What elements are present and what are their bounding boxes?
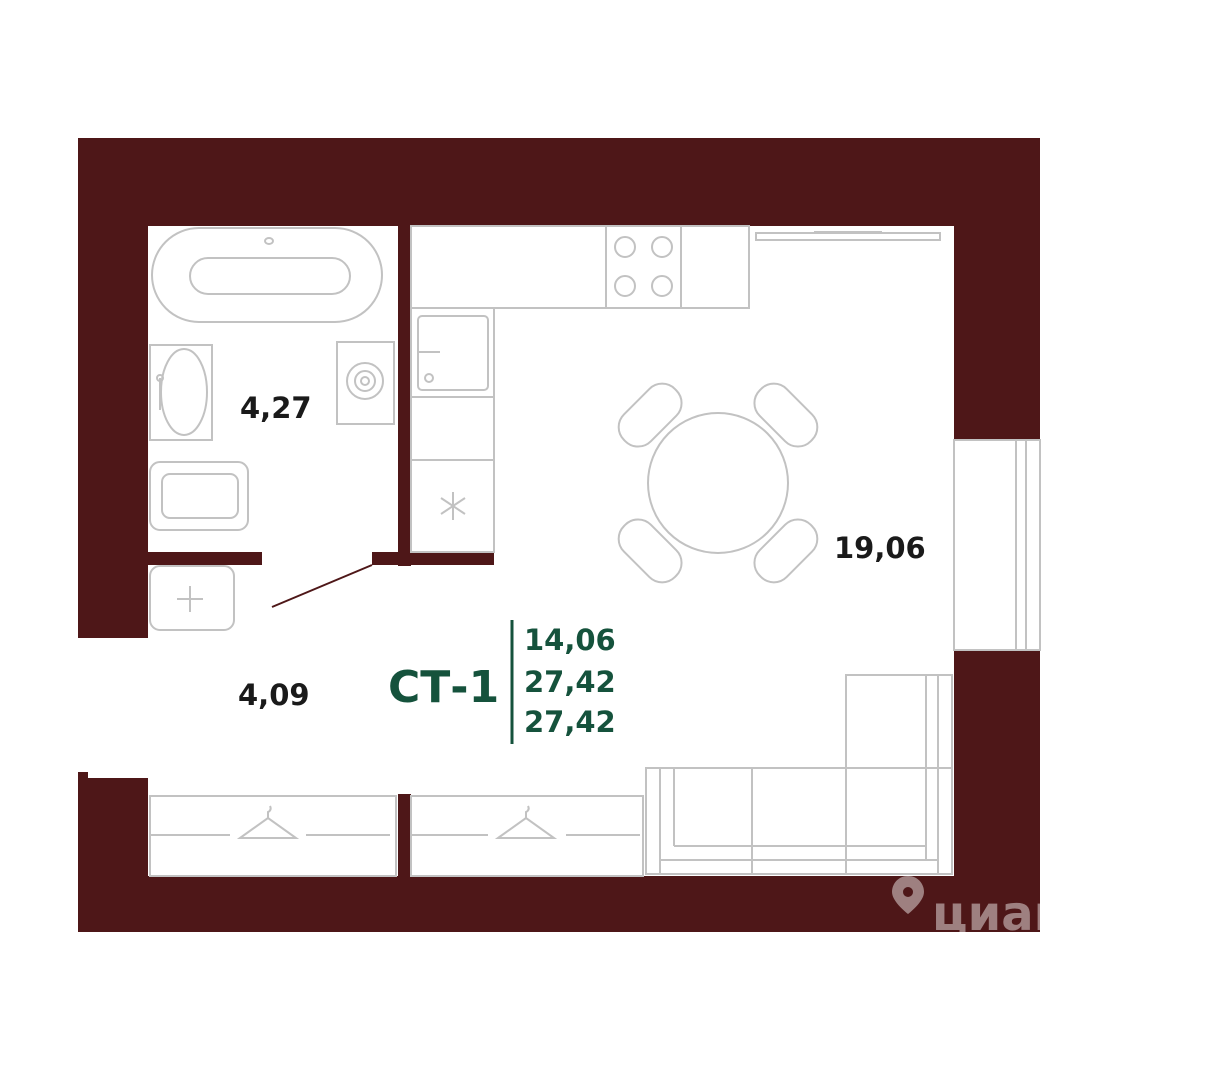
wardrobe-hanger-icon — [494, 805, 558, 839]
wall-bottom — [78, 876, 1040, 932]
stove-icon — [605, 225, 682, 309]
bathroom-door[interactable] — [271, 564, 373, 608]
wall-right-upper — [954, 138, 1040, 440]
unit-area-total-with-balcony: 27,42 — [524, 705, 616, 739]
fridge-icon — [440, 492, 466, 520]
kitchen-counter — [410, 225, 750, 553]
area-label-main-room: 19,06 — [834, 531, 926, 565]
wall-right-lower — [954, 650, 1040, 932]
sink-icon — [417, 315, 489, 391]
unit-code: СТ-1 — [388, 662, 499, 713]
wall-shelf — [755, 231, 941, 241]
window — [953, 439, 1041, 651]
washbasin-icon — [149, 344, 213, 441]
wall-top — [78, 138, 1040, 226]
svg-text:циан: циан — [932, 886, 1067, 942]
walls — [78, 138, 1040, 932]
watermark: циан — [892, 876, 1067, 942]
location-pin-icon — [892, 876, 924, 914]
wall-left-upper — [78, 138, 148, 638]
wardrobe-left — [149, 795, 397, 877]
dining-table-icon — [617, 382, 819, 584]
wall-partition-bath-right — [372, 552, 494, 565]
sofa-icon — [645, 674, 953, 875]
area-label-hallway: 4,09 — [238, 678, 310, 712]
entrance-frame-top — [78, 628, 88, 638]
unit-area-living: 14,06 — [524, 623, 616, 657]
wall-partition-bath-left — [148, 552, 262, 565]
area-label-bathroom: 4,27 — [240, 391, 312, 425]
wardrobe-hanger-icon — [236, 805, 300, 839]
wall-partition-bath — [398, 226, 411, 566]
entrance-frame-bottom — [78, 772, 88, 782]
toilet-icon — [149, 461, 249, 531]
washing-machine-icon — [336, 341, 395, 425]
unit-area-total: 27,42 — [524, 665, 616, 699]
wardrobe-right — [410, 795, 644, 877]
bathtub-icon — [151, 227, 383, 323]
wall-partition-wardrobe — [398, 794, 411, 876]
shoe-cabinet — [149, 565, 235, 631]
